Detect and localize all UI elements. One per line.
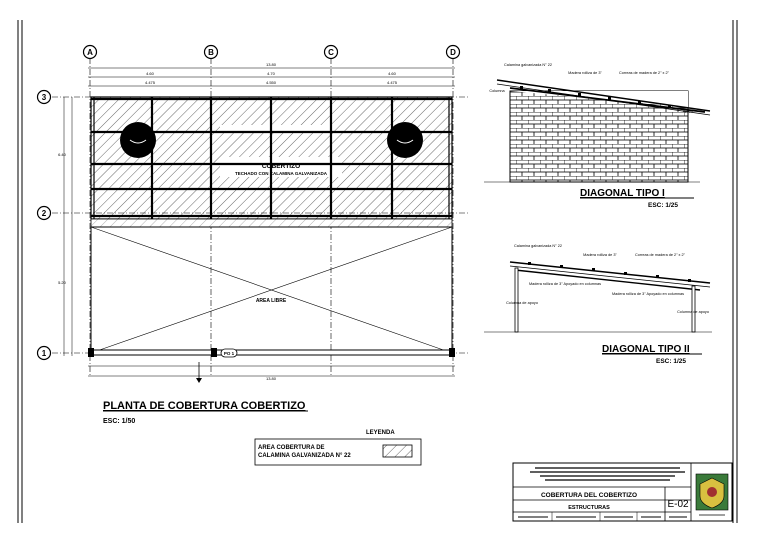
s2-label-madera: Madera rolliza de 3" <box>583 253 617 257</box>
axis-label-d: D <box>450 48 456 57</box>
cobertizo-label: COBERTIZO <box>262 163 300 170</box>
plan-view <box>52 58 470 383</box>
axis-bubble-d <box>445 44 461 60</box>
s2-label-correas: Correas de madera de 2" x 2" <box>635 253 686 257</box>
sheet-number: E-02 <box>667 499 689 510</box>
section1-title: DIAGONAL TIPO I <box>580 188 665 199</box>
dim-total: 13.80 <box>266 62 277 67</box>
s1-label-columna: Columna <box>489 89 505 93</box>
title-block <box>512 462 733 522</box>
s1-label-calamina: Calamina galvanizada N° 22 <box>504 63 552 67</box>
section-diagonal-2 <box>484 261 712 333</box>
plan-title: PLANTA DE COBERTURA COBERTIZO <box>103 400 306 412</box>
axis-label-1: 1 <box>42 349 47 358</box>
dim-bottom-total: 13.80 <box>266 376 277 381</box>
area-libre-label: AREA LIBRE <box>256 298 287 304</box>
s2-label-madera-apoyo-1: Madera rolliza de 3" Apoyado en columnas <box>529 282 601 286</box>
s2-label-columna-2: Columna de apoyo <box>677 310 709 314</box>
legend-line-2: CALAMINA GALVANIZADA N° 22 <box>258 453 351 459</box>
cobertizo-sublabel: TECHADO CON CALAMINA GALVANIZADA <box>235 171 328 176</box>
section2-scale: ESC: 1/25 <box>656 358 686 365</box>
legend: LEYENDA AREA COBERTURA DE CALAMINA GALVA… <box>254 430 422 466</box>
axis-label-b: B <box>208 48 214 57</box>
legend-heading: LEYENDA <box>366 430 395 436</box>
svg-text:PO 1: PO 1 <box>224 351 235 356</box>
dim-inner-2: 4.550 <box>266 80 277 85</box>
sheet-border <box>17 20 738 523</box>
s1-label-correas: Correas de madera de 2" x 2" <box>619 71 670 75</box>
s1-label-apoyo: apoyo <box>683 109 693 113</box>
s2-label-madera-apoyo-2: Madera rolliza de 3" Apoyado en columnas <box>612 292 684 296</box>
section1-scale: ESC: 1/25 <box>648 202 678 209</box>
axis-label-a: A <box>87 48 93 57</box>
dim-span-1: 4.60 <box>146 71 155 76</box>
dim-inner-1: 4.475 <box>145 80 156 85</box>
axis-bubble-a <box>82 44 98 60</box>
legend-hatch-swatch <box>382 444 413 458</box>
axis-bubble-b <box>203 44 219 60</box>
axis-label-3: 3 <box>42 93 47 102</box>
axis-label-2: 2 <box>42 209 47 218</box>
axis-bubble-1 <box>36 345 52 361</box>
specialty-label: ESTRUCTURAS <box>568 505 610 511</box>
axis-bubble-c <box>323 44 339 60</box>
s1-label-madera: Madera rolliza de 3" <box>568 71 602 75</box>
plan-scale: ESC: 1/50 <box>103 418 135 425</box>
section2-title: DIAGONAL TIPO II <box>602 344 690 355</box>
dim-inner-3: 4.475 <box>387 80 398 85</box>
institution-seal <box>695 473 729 518</box>
s2-label-calamina: Calamina galvanizada N° 22 <box>514 244 562 248</box>
dim-span-2: 4.70 <box>267 71 276 76</box>
project-title: COBERTURA DEL COBERTIZO <box>541 492 637 499</box>
axis-bubble-3 <box>36 89 52 105</box>
axis-bubble-2 <box>36 205 52 221</box>
column-tag: PO 1 <box>220 348 238 358</box>
axis-label-c: C <box>328 48 334 57</box>
dim-side-1: 6.40 <box>58 152 67 157</box>
s2-label-columna-1: Columna de apoyo <box>506 301 538 305</box>
section-diagonal-1 <box>484 79 711 183</box>
legend-line-1: AREA COBERTURA DE <box>258 445 325 451</box>
dim-span-3: 4.60 <box>388 71 397 76</box>
dim-side-2: 5.20 <box>58 280 67 285</box>
